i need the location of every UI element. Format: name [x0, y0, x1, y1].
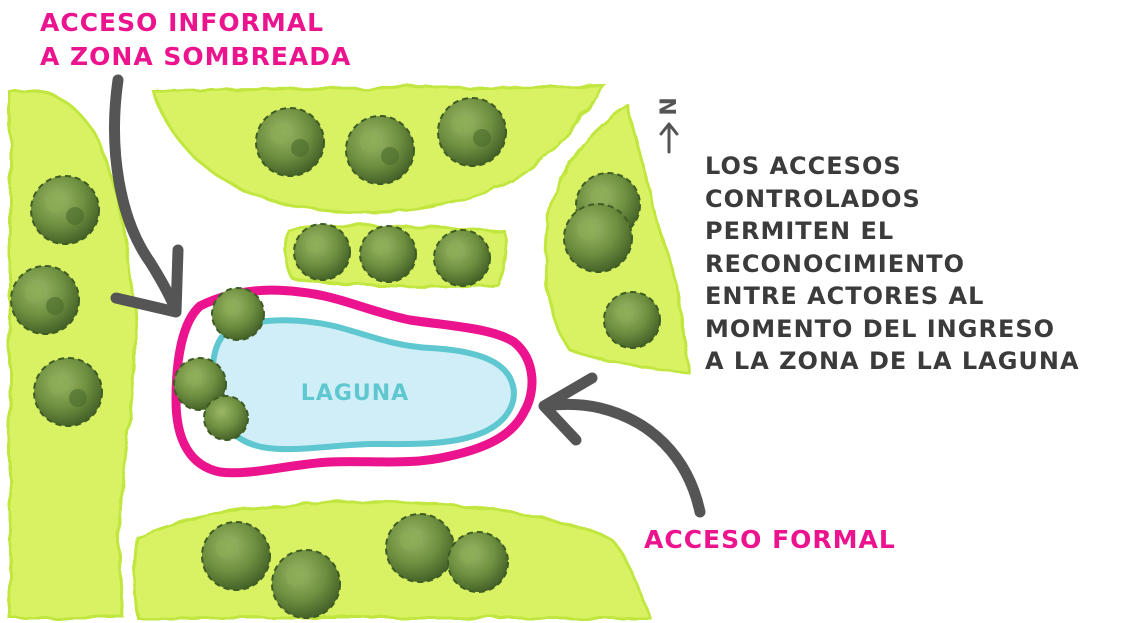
north-arrow-icon: [659, 122, 679, 154]
tree-icon: [10, 265, 80, 335]
tree-icon: [433, 229, 491, 287]
tree-icon: [271, 549, 341, 619]
formal-access-label: ACCESO FORMAL: [644, 525, 896, 554]
tree-icon: [203, 395, 249, 441]
tree-group: [10, 97, 661, 619]
north-indicator: N: [653, 94, 682, 156]
tree-icon: [255, 107, 325, 177]
lagoon-label: LAGUNA: [301, 381, 409, 406]
informal-access-label: ACCESO INFORMAL A ZONA SOMBREADA: [40, 8, 352, 71]
formal-access-arrow: [538, 372, 706, 518]
tree-icon: [211, 287, 265, 341]
tree-icon: [201, 521, 271, 591]
north-label: N: [653, 97, 679, 116]
tree-icon: [563, 203, 633, 273]
tree-icon: [33, 357, 103, 427]
tree-icon: [293, 223, 351, 281]
tree-icon: [603, 291, 661, 349]
tree-icon: [30, 175, 100, 245]
tree-icon: [437, 97, 507, 167]
description-text: LOS ACCESOS CONTROLADOS PERMITEN EL RECO…: [705, 152, 1080, 375]
tree-icon: [173, 357, 227, 411]
tree-icon: [359, 225, 417, 283]
tree-icon: [385, 513, 455, 583]
tree-icon: [447, 531, 509, 593]
tree-icon: [345, 115, 415, 185]
informal-access-arrow: [109, 74, 184, 318]
